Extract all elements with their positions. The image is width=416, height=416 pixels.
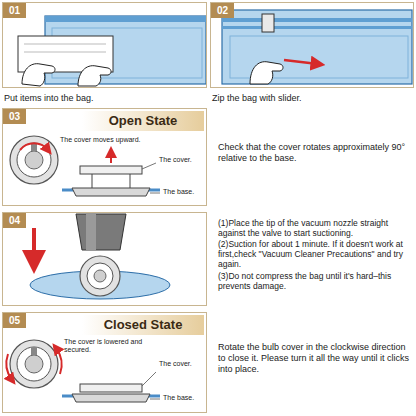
step-panel: 01 [2,2,207,88]
step-caption: Put items into the bag. [4,93,204,104]
part-name: The cover. [159,360,205,368]
instruction-text: (1)Place the tip of the vacuum nozzle st… [218,218,412,238]
step-number: 03 [3,109,26,124]
instruction-text: Check that the cover rotates approximate… [218,142,412,164]
step-panel: 04 [2,212,207,306]
part-name: The base. [163,188,205,196]
state-heading: Closed State [82,315,204,335]
step-panel: 02 [210,2,414,88]
zip-illustration [222,10,412,84]
step-number: 02 [211,3,234,18]
step-caption: Zip the bag with slider. [212,93,412,104]
part-note: The cover is lowered and secured. [64,338,154,355]
part-name: The cover. [159,156,205,164]
step-number: 01 [3,3,26,18]
instruction-text: (2)Suction for about 1 minute. If it doe… [218,239,412,270]
instruction-text: Rotate the bulb cover in the clockwise d… [218,342,412,374]
instruction-text: (3)Do not compress the bag until it's ha… [218,271,412,291]
state-heading: Open State [82,111,204,131]
part-note: The cover moves upward. [60,136,155,144]
step-number: 04 [3,213,26,228]
bag-illustration [18,16,206,86]
step-number: 05 [3,313,26,328]
valve-open-illustration [10,136,160,196]
nozzle-illustration [30,214,170,299]
part-name: The base. [163,394,205,402]
